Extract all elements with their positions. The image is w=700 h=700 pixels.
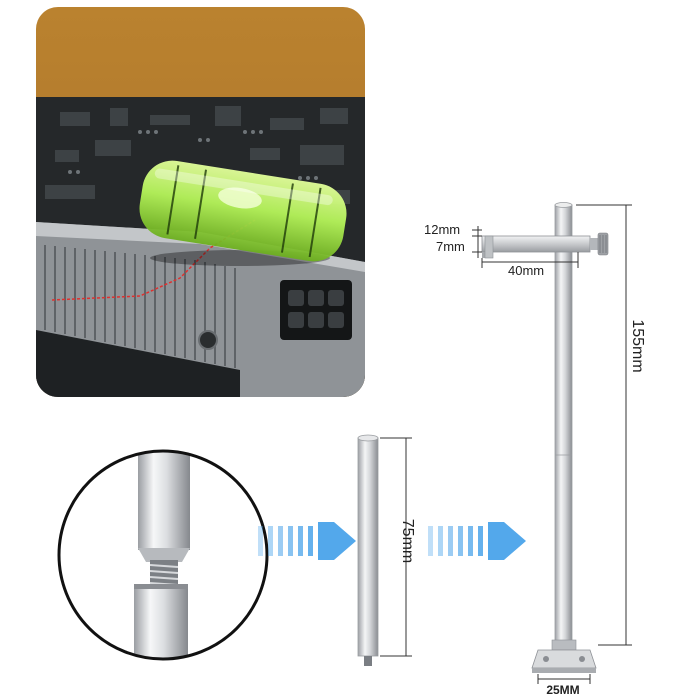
bracket-thickness-label: 12mm: [424, 222, 460, 237]
tall-stand: [481, 202, 609, 673]
short-rod: [357, 434, 379, 666]
heatsink-fins: [44, 245, 236, 368]
base-plate: [531, 639, 597, 673]
bracket-offset-label: 7mm: [436, 239, 465, 254]
heatsink-top-edge: [36, 222, 365, 272]
thumb-screw-icon: [590, 232, 609, 256]
rod-lower-segment: [134, 584, 188, 659]
rod-upper-segment: [138, 451, 190, 550]
base-width-label: 25MM: [546, 683, 579, 697]
screw-icon: [198, 330, 218, 350]
power-connector: [280, 280, 352, 340]
magnifier-detail: [57, 449, 269, 661]
board-solder-dots: [68, 130, 318, 180]
dimension-base-width: [537, 674, 591, 684]
striped-arrow-right-icon: [258, 522, 356, 560]
rod-length-label: 75mm: [399, 519, 416, 563]
bubble-level-icon: [139, 160, 347, 266]
short-rod-thread: [364, 656, 372, 666]
dimension-rod-length: [380, 437, 412, 657]
card-frame: [36, 330, 240, 397]
dimension-total-height: [576, 204, 632, 646]
bracket-arm: [481, 235, 591, 259]
total-height-label: 155mm: [629, 319, 646, 372]
thread-icon: [149, 560, 179, 586]
dimension-bracket-length: [481, 252, 579, 268]
product-photo: [36, 7, 365, 397]
dimension-bracket-height: [472, 226, 482, 258]
striped-arrow-right-icon: [428, 522, 526, 560]
bracket-length-label: 40mm: [508, 263, 544, 278]
